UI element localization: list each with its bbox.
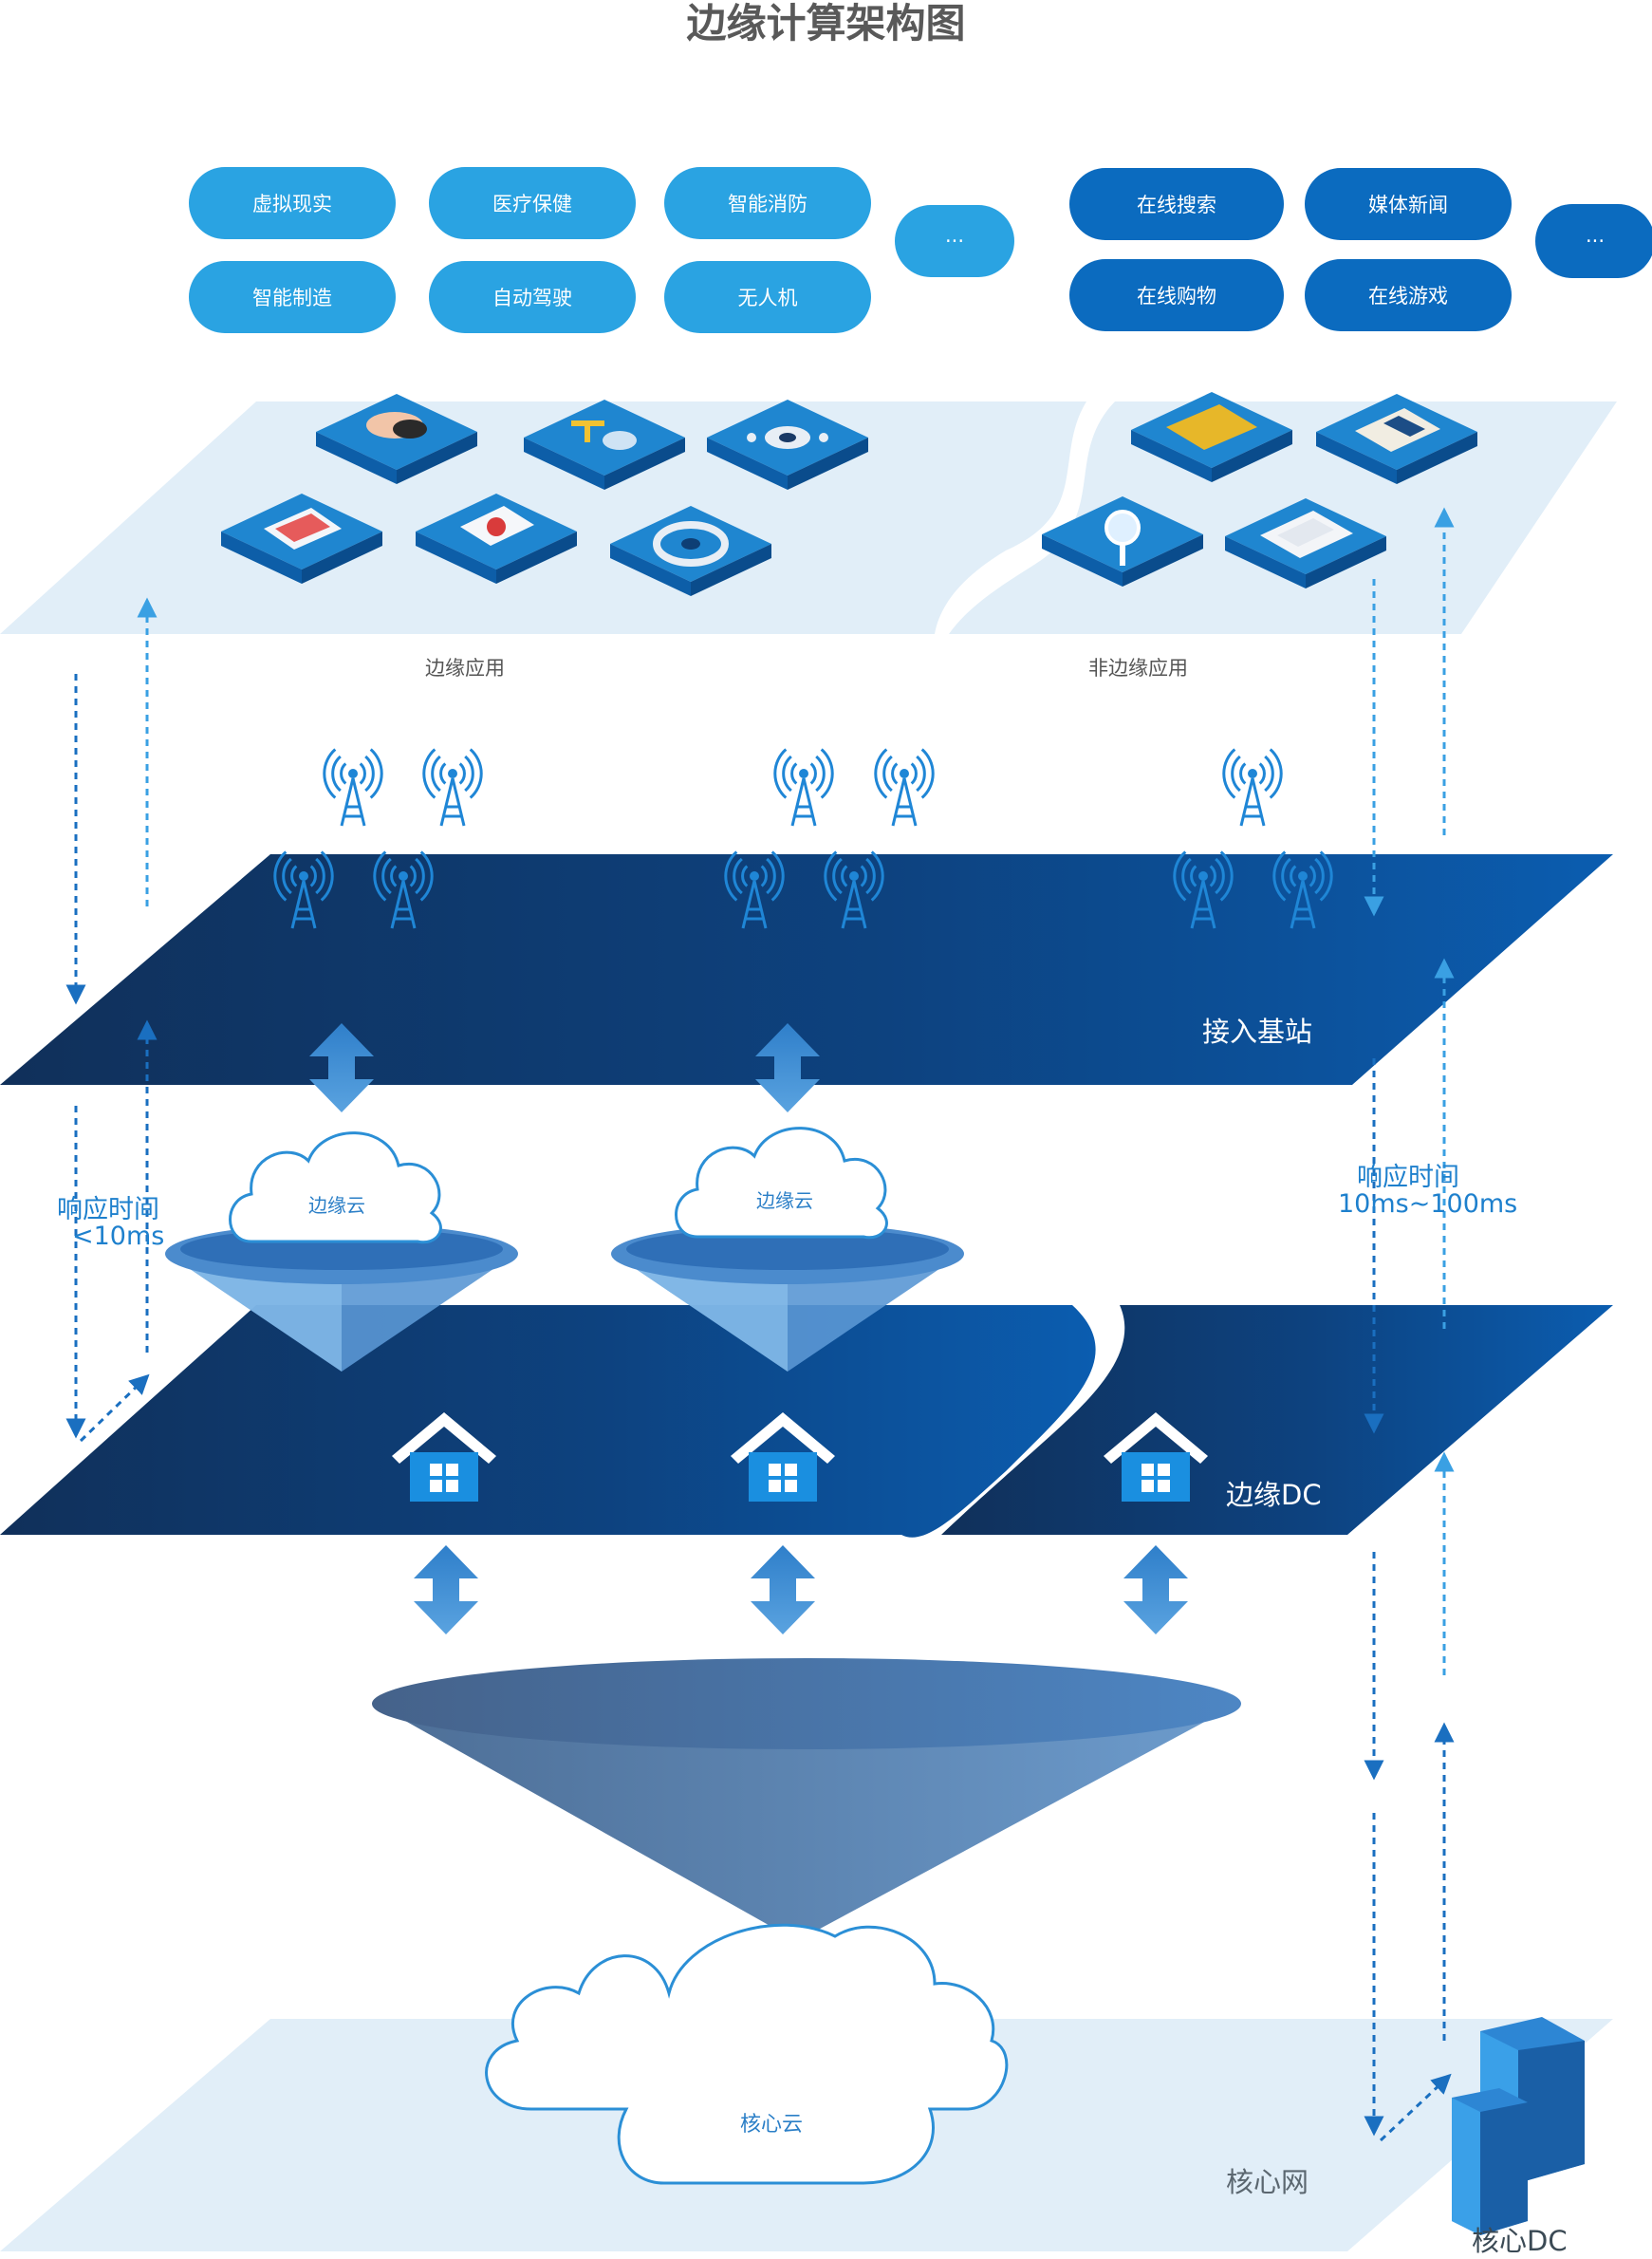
edge-cloud-label-left: 边缘云 xyxy=(308,1194,365,1217)
antenna-tower-icon xyxy=(323,748,383,827)
edge-dc-plane-left xyxy=(0,1305,1096,1538)
core-dc-label: 核心DC xyxy=(1472,2225,1568,2257)
scenario-pill-drone[interactable]: 无人机 xyxy=(664,261,871,333)
base-station-label: 接入基站 xyxy=(1202,1016,1313,1048)
scenario-pill-healthcare[interactable]: 医疗保健 xyxy=(429,167,636,239)
latency-dashed-arrow xyxy=(1379,2073,1452,2142)
medical-kit-tile-icon xyxy=(416,494,577,584)
scenario-pill-online-gaming[interactable]: 在线游戏 xyxy=(1305,259,1512,331)
vr-tile-icon xyxy=(316,394,477,484)
scenario-pill-online-shopping[interactable]: 在线购物 xyxy=(1069,259,1284,331)
edge-cloud-icon xyxy=(229,1131,442,1244)
core-cloud-icon xyxy=(485,1923,1009,2185)
latency-right-value: 10ms~100ms xyxy=(1338,1189,1518,1219)
tablet-tile-icon xyxy=(221,494,382,584)
antenna-tower-icon xyxy=(373,850,434,929)
news-card-tile-icon xyxy=(1316,394,1477,484)
latency-left-value: <10ms xyxy=(72,1222,165,1251)
bidirectional-arrow-icon xyxy=(751,1545,815,1634)
steering-wheel-tile-icon xyxy=(610,506,771,596)
data-center-house-icon xyxy=(731,1412,835,1502)
scenario-pill-manufacturing[interactable]: 智能制造 xyxy=(189,261,396,333)
scenario-pill-online-search[interactable]: 在线搜索 xyxy=(1069,168,1284,240)
edge-dc-plane-right xyxy=(941,1305,1613,1535)
shopping-bag-tile-icon xyxy=(1131,392,1292,482)
search-tile-icon xyxy=(1042,496,1203,587)
page-title: 边缘计算架构图 xyxy=(686,0,966,47)
drone-tile-icon xyxy=(707,400,868,490)
antenna-tower-icon xyxy=(1173,850,1234,929)
antenna-tower-icon xyxy=(273,850,334,929)
bidirectional-arrow-icon xyxy=(414,1545,478,1634)
latency-right-label: 响应时间 xyxy=(1357,1163,1459,1192)
scenario-pill-more-edge[interactable]: ··· xyxy=(895,205,1014,277)
latency-left-label: 响应时间 xyxy=(57,1195,159,1224)
edge-dc-label: 边缘DC xyxy=(1226,1479,1322,1511)
antenna-tower-icon xyxy=(1272,850,1333,929)
bidirectional-arrow-icon xyxy=(1123,1545,1188,1634)
antenna-tower-icon xyxy=(874,748,935,827)
data-center-house-icon xyxy=(392,1412,496,1502)
non-edge-app-label: 非边缘应用 xyxy=(1088,657,1188,680)
data-center-house-icon xyxy=(1104,1412,1208,1502)
edge-cloud-label-right: 边缘云 xyxy=(756,1189,813,1212)
antenna-tower-icon xyxy=(1222,748,1283,827)
latency-dashed-arrow xyxy=(79,1373,150,1443)
bidirectional-arrow-icon xyxy=(755,1023,820,1112)
core-net-label: 核心网 xyxy=(1226,2166,1309,2198)
scenario-pill-autonomous-driving[interactable]: 自动驾驶 xyxy=(429,261,636,333)
scenario-pill-vr[interactable]: 虚拟现实 xyxy=(189,167,396,239)
core-dc-building-icon xyxy=(1452,2017,1585,2235)
edge-app-label: 边缘应用 xyxy=(425,657,505,680)
browser-tile-icon xyxy=(1225,498,1386,588)
core-cloud-cone xyxy=(372,1658,1241,1941)
core-cloud-label: 核心云 xyxy=(740,2113,804,2137)
antenna-tower-icon xyxy=(422,748,483,827)
antenna-tower-icon xyxy=(724,850,785,929)
bidirectional-arrow-icon xyxy=(309,1023,374,1112)
scenario-pill-media-news[interactable]: 媒体新闻 xyxy=(1305,168,1512,240)
scenario-pill-fire[interactable]: 智能消防 xyxy=(664,167,871,239)
antenna-tower-icon xyxy=(824,850,884,929)
edge-cloud-icon xyxy=(675,1127,888,1240)
gear-tool-tile-icon xyxy=(524,400,685,490)
scenario-pill-more-non-edge[interactable]: ··· xyxy=(1535,204,1652,278)
antenna-tower-icon xyxy=(773,748,834,827)
